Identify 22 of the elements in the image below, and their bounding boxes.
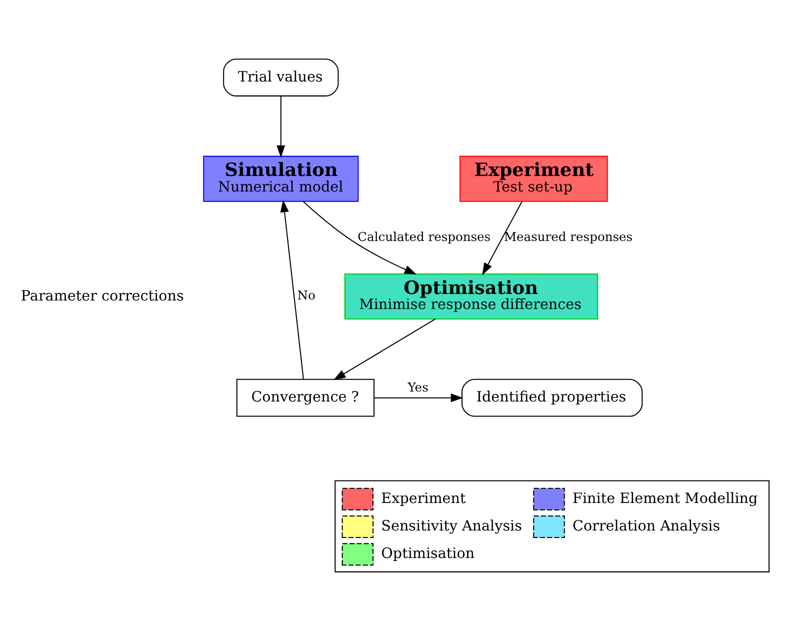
legend-label: Sensitivity Analysis: [381, 518, 522, 534]
node-box: Identified properties: [462, 378, 643, 416]
edge-label: Calculated responses: [358, 229, 491, 244]
label: Parameter corrections: [20, 288, 184, 304]
node-box: Experiment Test set-up: [459, 155, 608, 202]
arrow: [374, 393, 464, 402]
legend-label: Experiment: [381, 490, 466, 506]
edge-label: No: [297, 288, 316, 302]
edge-label: Yes: [408, 380, 428, 394]
legend-label: Correlation Analysis: [572, 518, 720, 534]
edge-label: Measured responses: [504, 229, 633, 244]
node-box: Convergence ?: [236, 378, 375, 416]
arrow: [333, 318, 436, 380]
legend-label: Optimisation: [381, 546, 475, 562]
arrow: [482, 200, 522, 275]
arrow: [276, 96, 286, 158]
node-box: Simulation Numerical model: [203, 155, 359, 202]
arrow: [302, 200, 417, 274]
legend-label: Finite Element Modelling: [572, 490, 758, 506]
node-box: Optimisation Minimise response differences: [344, 273, 598, 320]
node-box: Trial values: [223, 58, 339, 96]
arrow: [280, 199, 304, 379]
